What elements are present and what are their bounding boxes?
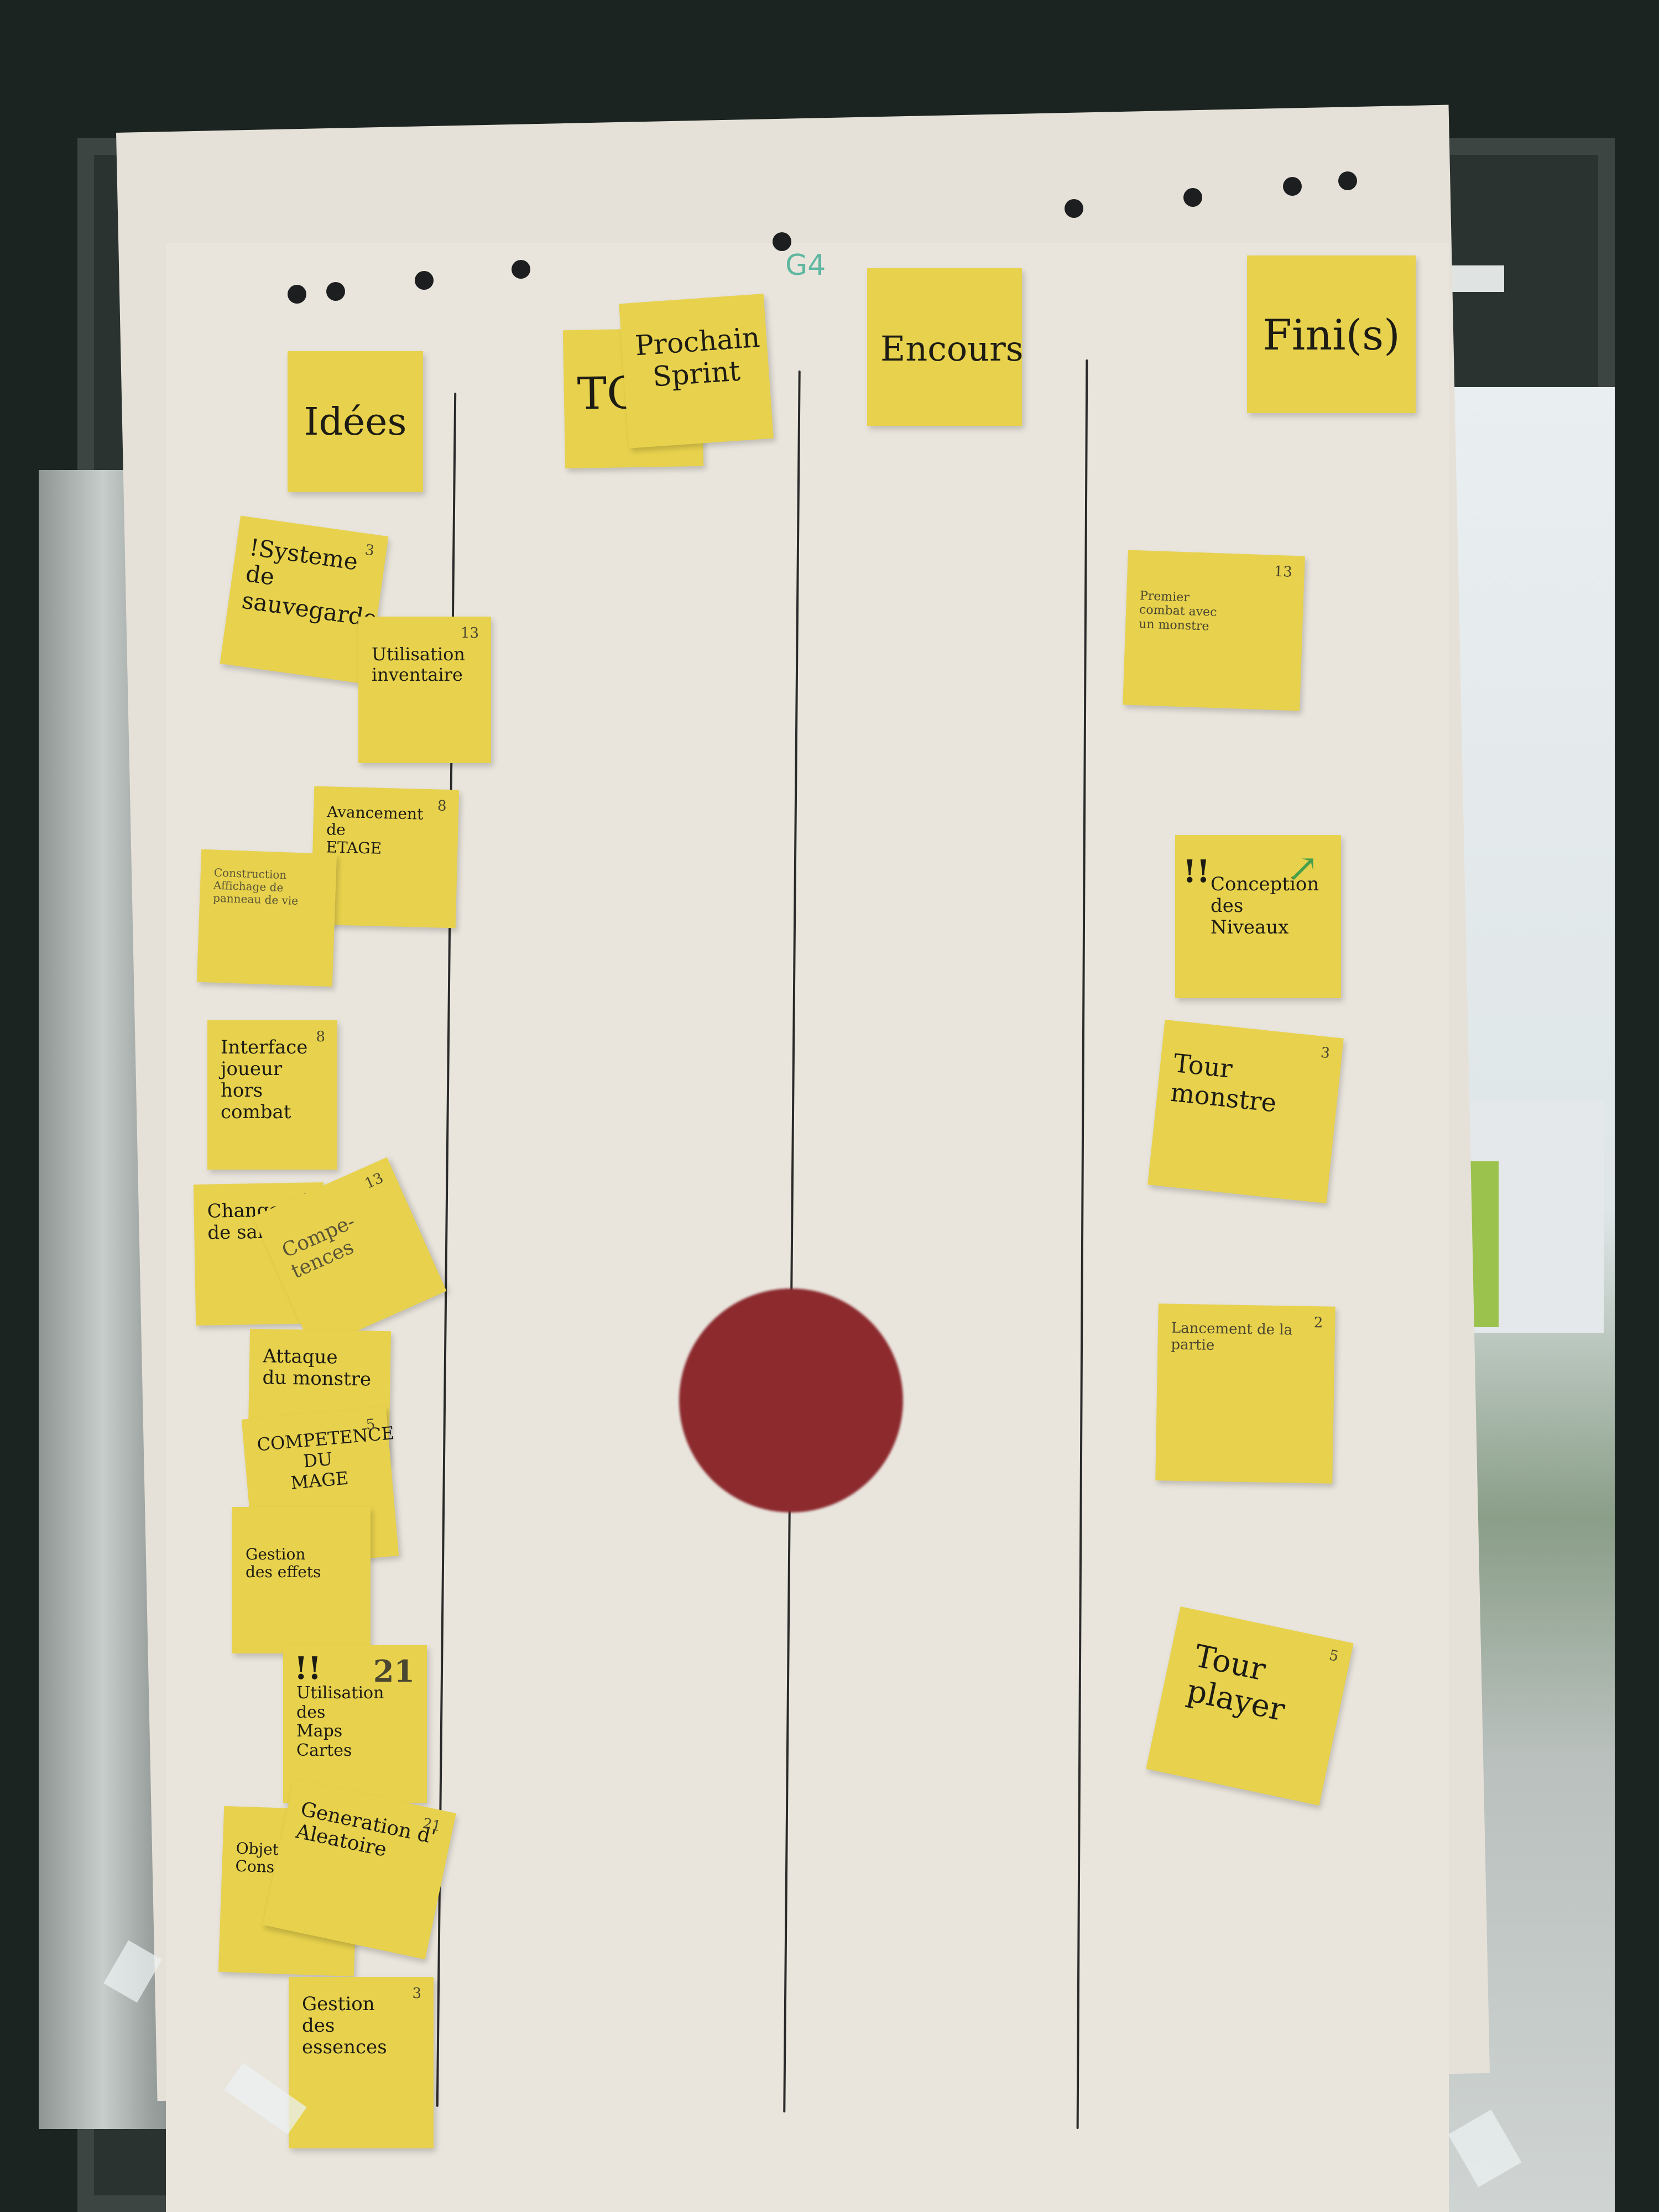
punch-hole <box>1338 171 1357 190</box>
column-header-prochain-sprint: Prochain Sprint <box>619 294 774 448</box>
task-note: 13 Premier combat avec un monstre <box>1123 550 1305 711</box>
column-header-label: Fini(s) <box>1262 310 1400 359</box>
column-header-label: Prochain Sprint <box>634 321 761 393</box>
task-note: 3 Gestion des essences <box>289 1977 434 2148</box>
task-note: 2 Lancement de la partie <box>1155 1303 1335 1484</box>
task-note: 3 Tour monstre <box>1147 1019 1344 1204</box>
punch-hole <box>1183 188 1202 207</box>
punch-hole <box>326 282 345 301</box>
column-divider <box>783 371 801 2112</box>
check-mark-icon: ↗ <box>1286 846 1319 891</box>
task-note: Construction Affichage de panneau de vie <box>196 849 337 987</box>
task-note: 13 Utilisation inventaire <box>358 617 491 763</box>
task-note: !! 21 Utilisation des Maps Cartes <box>283 1645 427 1803</box>
task-note: 8 Interface joueur hors combat <box>207 1020 337 1170</box>
column-header-label: Idées <box>304 400 407 444</box>
column-header-encours: Encours <box>867 268 1024 426</box>
punch-hole <box>773 232 791 251</box>
column-header-finis: Fini(s) <box>1247 255 1416 413</box>
punch-hole <box>288 285 306 304</box>
red-sticker-dot <box>679 1288 903 1512</box>
punch-hole <box>1283 177 1302 196</box>
punch-hole <box>415 271 434 290</box>
column-header-label: Encours <box>880 328 1024 369</box>
column-header-idees: Idées <box>288 351 423 492</box>
punch-hole <box>512 260 530 279</box>
task-note: !! ↗ Conception des Niveaux <box>1175 835 1341 998</box>
punch-hole <box>1065 199 1083 218</box>
task-note: Gestion des effets <box>232 1507 371 1653</box>
column-divider <box>1076 359 1088 2129</box>
group-label: G4 <box>785 249 826 282</box>
